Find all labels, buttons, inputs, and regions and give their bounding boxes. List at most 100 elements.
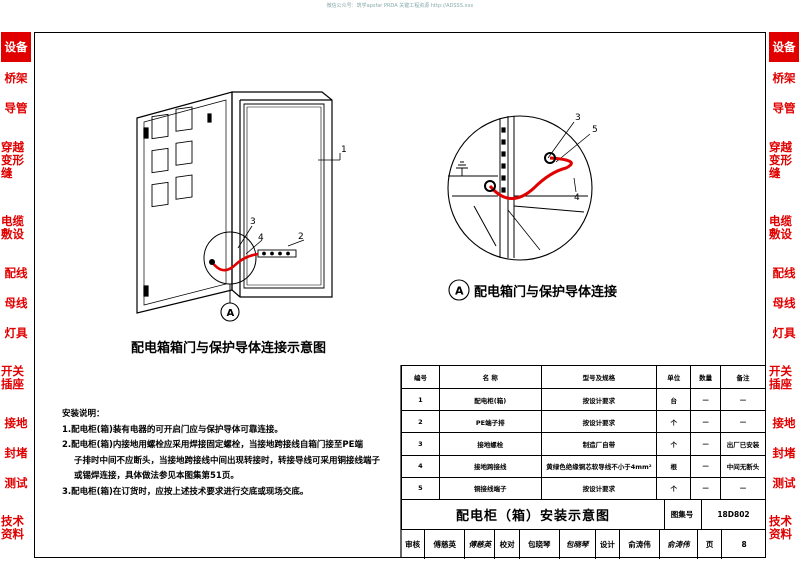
table-cell: 个: [656, 432, 692, 456]
checker-name: 包晓琴: [520, 530, 560, 559]
sidebar-category[interactable]: 灯具: [4, 325, 28, 340]
table-cell: 1: [401, 387, 440, 412]
sidebar-category[interactable]: 电缆敷设: [769, 214, 792, 242]
callout-4: 4: [258, 233, 264, 243]
table-cell: 根: [656, 454, 692, 478]
right-a-marker-label: A: [455, 285, 464, 298]
table-cell: 个: [656, 410, 692, 434]
sidebar-category[interactable]: 桥架: [4, 70, 28, 85]
detail-callout-3: 3: [575, 113, 581, 123]
sidebar-category[interactable]: 接地: [772, 415, 796, 430]
table-cell: 4: [401, 454, 440, 478]
detail-callout-5: 5: [592, 125, 598, 135]
callout-2: 2: [298, 232, 304, 242]
detail-callout-4: 4: [574, 193, 580, 203]
table-cell: 个: [656, 476, 692, 501]
table-cell: 3: [401, 432, 440, 456]
sidebar-category[interactable]: 导管: [4, 100, 28, 115]
left-a-marker-label: A: [227, 308, 235, 319]
cabinet-illustration: [136, 91, 341, 314]
left-a-marker: [220, 302, 240, 322]
left-bolt-icon: [209, 259, 215, 265]
table-cell: —: [720, 476, 766, 501]
sidebar-category[interactable]: 设备: [769, 32, 799, 63]
callout-3: 3: [250, 217, 256, 227]
sidebar-category[interactable]: 母线: [772, 295, 796, 310]
sidebar-category[interactable]: 测试: [772, 475, 796, 490]
sidebar-category[interactable]: 设备: [1, 32, 31, 63]
sidebar-category[interactable]: 穿越变形缝: [769, 140, 792, 180]
sidebar-left: 设备桥架导管穿越变形缝电缆敷设配线母线灯具开关插座接地封堵测试技术资料: [1, 32, 31, 558]
sidebar-category[interactable]: 技术资料: [769, 514, 792, 542]
table-cell: 5: [401, 476, 440, 501]
col-header-spec: 型号及规格: [540, 365, 658, 389]
sidebar-category[interactable]: 封堵: [772, 445, 796, 460]
sidebar-category[interactable]: 导管: [772, 100, 796, 115]
table-cell: 接地螺栓: [438, 432, 542, 456]
parts-table-header: 编号 名 称 型号及规格 单位 数量 备注: [401, 365, 766, 389]
table-cell: 2: [401, 410, 440, 434]
detail-illustration: [447, 115, 593, 261]
table-cell: 配电柜(箱): [438, 387, 542, 412]
sidebar-category[interactable]: 封堵: [4, 445, 28, 460]
table-cell: —: [690, 454, 722, 478]
right-a-marker: [448, 279, 470, 301]
notes-line: 子排时中间不应断头，当接地跨接线中间出现转接时，转接导线可采用铜接线端子: [74, 455, 381, 466]
sidebar-category[interactable]: 技术资料: [1, 514, 24, 542]
design-label: 设计: [596, 530, 621, 559]
table-cell: 接地跨接线: [438, 454, 542, 478]
table-cell: 出厂已安装: [720, 432, 766, 456]
reviewer-signature: 傅慈英: [465, 530, 496, 559]
left-jumper-wire: [210, 252, 259, 272]
table-cell: 黄绿色绝缘铜芯软导线不小于4mm²: [540, 454, 658, 478]
table-cell: —: [690, 387, 722, 412]
review-label: 审核: [401, 530, 426, 559]
check-label: 校对: [495, 530, 520, 559]
right-bolt-right-icon: [544, 152, 556, 164]
table-cell: 按设计要求: [540, 387, 658, 412]
sidebar-category[interactable]: 配线: [4, 265, 28, 280]
table-cell: 台: [656, 387, 692, 412]
sidebar-category[interactable]: 桥架: [772, 70, 796, 85]
page-label: 页: [698, 530, 723, 559]
drawing-frame: [34, 32, 766, 558]
right-jumper-wire: [488, 156, 573, 200]
signature-row: 审核 傅慈英 傅慈英 校对 包晓琴 包晓琴 设计 俞涛伟 俞涛伟 页 8: [401, 529, 766, 559]
notes-line: 1.配电柜(箱)装有电器的可开启门应与保护导体可靠连接。: [62, 424, 283, 435]
sidebar-category[interactable]: 电缆敷设: [1, 214, 24, 242]
sidebar-category[interactable]: 接地: [4, 415, 28, 430]
sidebar-category[interactable]: 配线: [772, 265, 796, 280]
left-caption: 配电箱箱门与保护导体连接示意图: [131, 341, 327, 356]
top-watermark-note: 微信公众号：筑学apsfar PRDA 关键工程资源 http://ADSSS.…: [326, 3, 474, 9]
sidebar-category[interactable]: 开关插座: [1, 364, 24, 392]
col-header-no: 编号: [401, 365, 440, 389]
table-cell: —: [690, 410, 722, 434]
reviewer-name: 傅慈英: [425, 530, 466, 559]
title-block: 配电柜（箱）安装示意图 图集号 18D802 审核 傅慈英 傅慈英 校对 包晓琴…: [401, 500, 766, 559]
callout-1: 1: [341, 145, 347, 155]
table-cell: 制造厂自带: [540, 432, 658, 456]
designer-signature: 俞涛伟: [660, 530, 698, 559]
sidebar-right: 设备桥架导管穿越变形缝电缆敷设配线母线灯具开关插座接地封堵测试技术资料: [769, 32, 799, 558]
notes-line: 2.配电柜(箱)内接地用螺栓应采用焊接固定螺栓，当接地跨接线自箱门接至PE端: [62, 440, 363, 450]
table-cell: —: [690, 476, 722, 501]
installation-notes: 安装说明： 1.配电柜(箱)装有电器的可开启门应与保护导体可靠连接。 2.配电柜…: [62, 407, 402, 500]
sidebar-category[interactable]: 母线: [4, 295, 28, 310]
table-cell: 按设计要求: [540, 410, 658, 434]
table-cell: PE端子排: [438, 410, 542, 434]
col-header-unit: 单位: [656, 365, 692, 389]
table-cell: —: [690, 432, 722, 456]
right-caption: 配电箱门与保护导体连接: [474, 285, 618, 300]
checker-signature: 包晓琴: [560, 530, 596, 559]
sidebar-category[interactable]: 测试: [4, 475, 28, 490]
sidebar-category[interactable]: 灯具: [772, 325, 796, 340]
sidebar-category[interactable]: 穿越变形缝: [1, 140, 24, 180]
table-cell: 中间无断头: [720, 454, 766, 478]
sidebar-category[interactable]: 开关插座: [769, 364, 792, 392]
